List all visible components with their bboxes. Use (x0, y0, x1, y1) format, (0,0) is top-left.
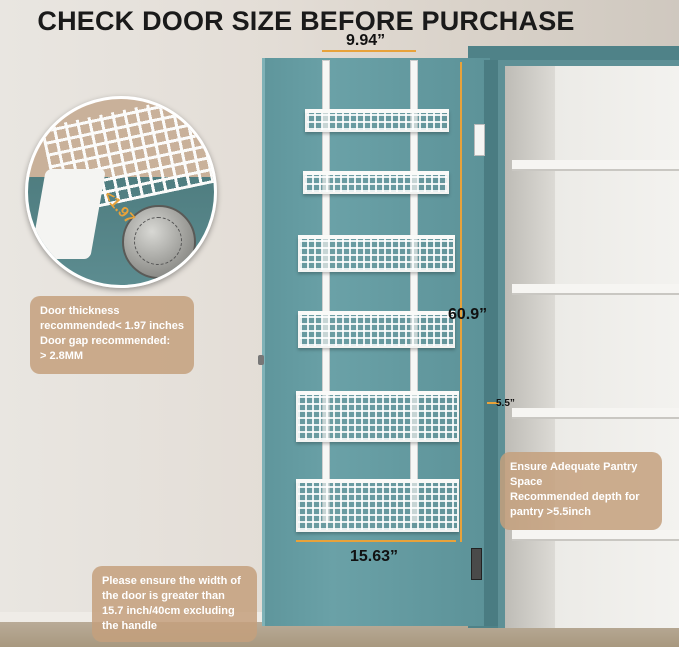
rack-basket (305, 109, 449, 132)
callout-pantry-space: Ensure Adequate Pantry Space Recommended… (500, 452, 662, 530)
rack-basket (296, 391, 459, 442)
dimension-line-bottom-width (296, 540, 456, 542)
callout-door-thickness: Door thickness recommended< 1.97 inches … (30, 296, 194, 374)
door-knob (258, 355, 264, 365)
door-edge (484, 60, 498, 626)
hinge-icon (471, 548, 482, 580)
hook-closeup (30, 169, 106, 259)
pantry-side-wall (505, 66, 555, 628)
page-title: CHECK DOOR SIZE BEFORE PURCHASE (37, 6, 575, 36)
dimension-line-height (460, 62, 462, 542)
dimension-depth: 5.5” (496, 398, 515, 409)
pantry-shelf (512, 408, 679, 419)
callout-door-width: Please ensure the width of the door is g… (92, 566, 257, 642)
coin-icon (122, 205, 196, 279)
rack-basket (303, 171, 449, 194)
rack-basket (296, 479, 459, 532)
rack-basket (298, 311, 455, 348)
pantry-shelf (512, 160, 679, 171)
dimension-height: 60.9” (448, 306, 488, 323)
dimension-bottom-width: 15.63” (350, 548, 399, 565)
dimension-line-top-width (322, 50, 416, 52)
hinge-icon (474, 124, 485, 156)
rack-basket (298, 235, 455, 272)
dimension-top-width: 9.94” (346, 32, 386, 49)
pantry-shelf (512, 530, 679, 541)
dimension-line-depth (487, 402, 499, 404)
pantry-shelf (512, 284, 679, 295)
zoom-inset: <1.97 (25, 96, 217, 288)
